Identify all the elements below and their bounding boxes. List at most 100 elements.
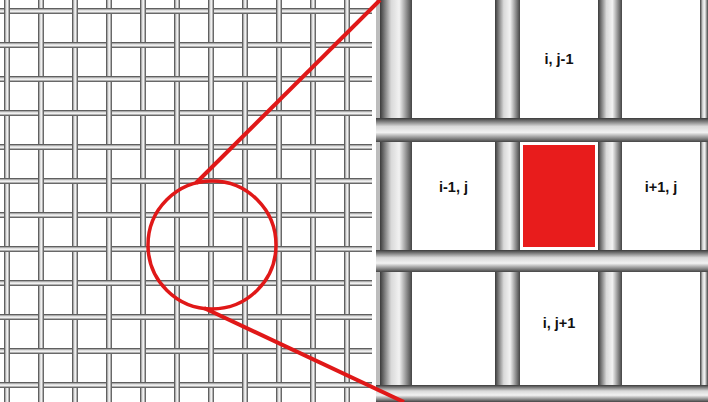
wire-crossing <box>310 40 316 50</box>
wire-crossing <box>208 278 214 288</box>
wire-crossing <box>310 108 316 118</box>
wire-crossing <box>276 210 282 220</box>
wire <box>0 314 372 320</box>
wire-crossing <box>276 278 282 288</box>
wire-crossing <box>106 380 112 390</box>
wire-crossing <box>72 6 78 16</box>
wire-crossing <box>208 210 214 220</box>
wire <box>598 0 622 402</box>
wire-crossing <box>72 74 78 84</box>
wire <box>0 76 372 82</box>
wire <box>495 0 520 402</box>
current-cell <box>523 145 595 247</box>
mesh-opening <box>520 142 598 250</box>
mesh-zoom <box>376 0 708 402</box>
wire-crossing <box>310 312 316 322</box>
wire-crossing <box>140 74 146 84</box>
wire-crossing <box>4 346 10 356</box>
wire <box>376 250 708 272</box>
zoom-ground <box>376 0 708 402</box>
wire-crossing <box>106 244 112 254</box>
wire <box>106 0 112 402</box>
cell-index: i, j-1 <box>520 51 598 67</box>
wire-crossing <box>106 312 112 322</box>
wire-crossing <box>72 346 78 356</box>
wire-crossing <box>208 346 214 356</box>
wire <box>242 0 248 402</box>
wire-crossing <box>344 210 350 220</box>
wire-crossing <box>72 210 78 220</box>
wire-crossing <box>38 40 44 50</box>
wire <box>344 0 350 402</box>
wire <box>0 348 372 354</box>
wire-crossing <box>276 142 282 152</box>
wire-crossing <box>140 346 146 356</box>
wire-crossing <box>38 176 44 186</box>
wire-crossing <box>4 142 10 152</box>
wire <box>72 0 78 402</box>
wire-crossing <box>72 142 78 152</box>
wire <box>0 280 372 286</box>
wire-crossing <box>242 312 248 322</box>
wire-crossing <box>174 244 180 254</box>
wire <box>0 144 372 150</box>
wire <box>376 118 708 142</box>
wire <box>0 8 372 14</box>
wire <box>38 0 44 402</box>
wire-crossing <box>174 380 180 390</box>
wire-crossing <box>38 380 44 390</box>
wire-crossing <box>4 6 10 16</box>
wire-crossing <box>38 244 44 254</box>
wire-crossing <box>174 312 180 322</box>
wire-crossing <box>140 278 146 288</box>
mesh-ground <box>0 0 372 402</box>
wire-crossing <box>276 6 282 16</box>
wire-crossing <box>242 40 248 50</box>
wire <box>140 0 146 402</box>
mesh-opening <box>412 0 495 118</box>
wire <box>700 0 708 402</box>
wire-crossing <box>106 40 112 50</box>
wire-crossing <box>276 346 282 356</box>
wire-crossing <box>140 142 146 152</box>
wire-crossing <box>174 176 180 186</box>
wire-crossing <box>4 74 10 84</box>
mesh-cell: i-1, j <box>412 142 495 250</box>
cell-index: i, j+1 <box>520 315 598 331</box>
zoom-circle <box>148 181 276 309</box>
wire-crossing <box>208 6 214 16</box>
wire-crossing <box>4 210 10 220</box>
zoom-line <box>204 308 404 402</box>
wire-crossing <box>344 6 350 16</box>
wire-crossing <box>140 210 146 220</box>
wire-crossing <box>344 74 350 84</box>
wire-crossing <box>174 108 180 118</box>
zoom-marker <box>148 0 404 402</box>
wire <box>174 0 180 402</box>
wire <box>0 212 372 218</box>
wire <box>376 385 708 402</box>
wire-crossing <box>310 380 316 390</box>
mesh-cell: i, j+1 <box>520 272 598 385</box>
wire-crossing <box>344 278 350 288</box>
wire <box>4 0 10 402</box>
wire-crossing <box>310 176 316 186</box>
cell-index: i-1, j <box>412 179 495 195</box>
wire <box>0 382 372 388</box>
wire-crossing <box>140 6 146 16</box>
wire-crossing <box>242 108 248 118</box>
wire-crossing <box>344 346 350 356</box>
wire-crossing <box>242 244 248 254</box>
wire <box>0 246 372 252</box>
wire-crossing <box>276 74 282 84</box>
wire <box>208 0 214 402</box>
mesh-opening <box>622 0 700 118</box>
cell-index: i+1, j <box>622 179 700 195</box>
wire-crossing <box>72 278 78 288</box>
wire-crossing <box>4 278 10 288</box>
wire-crossing <box>310 244 316 254</box>
wire <box>0 110 372 116</box>
wire <box>310 0 316 402</box>
wire-crossing <box>38 312 44 322</box>
mesh-cell: i, j-1 <box>520 0 598 118</box>
